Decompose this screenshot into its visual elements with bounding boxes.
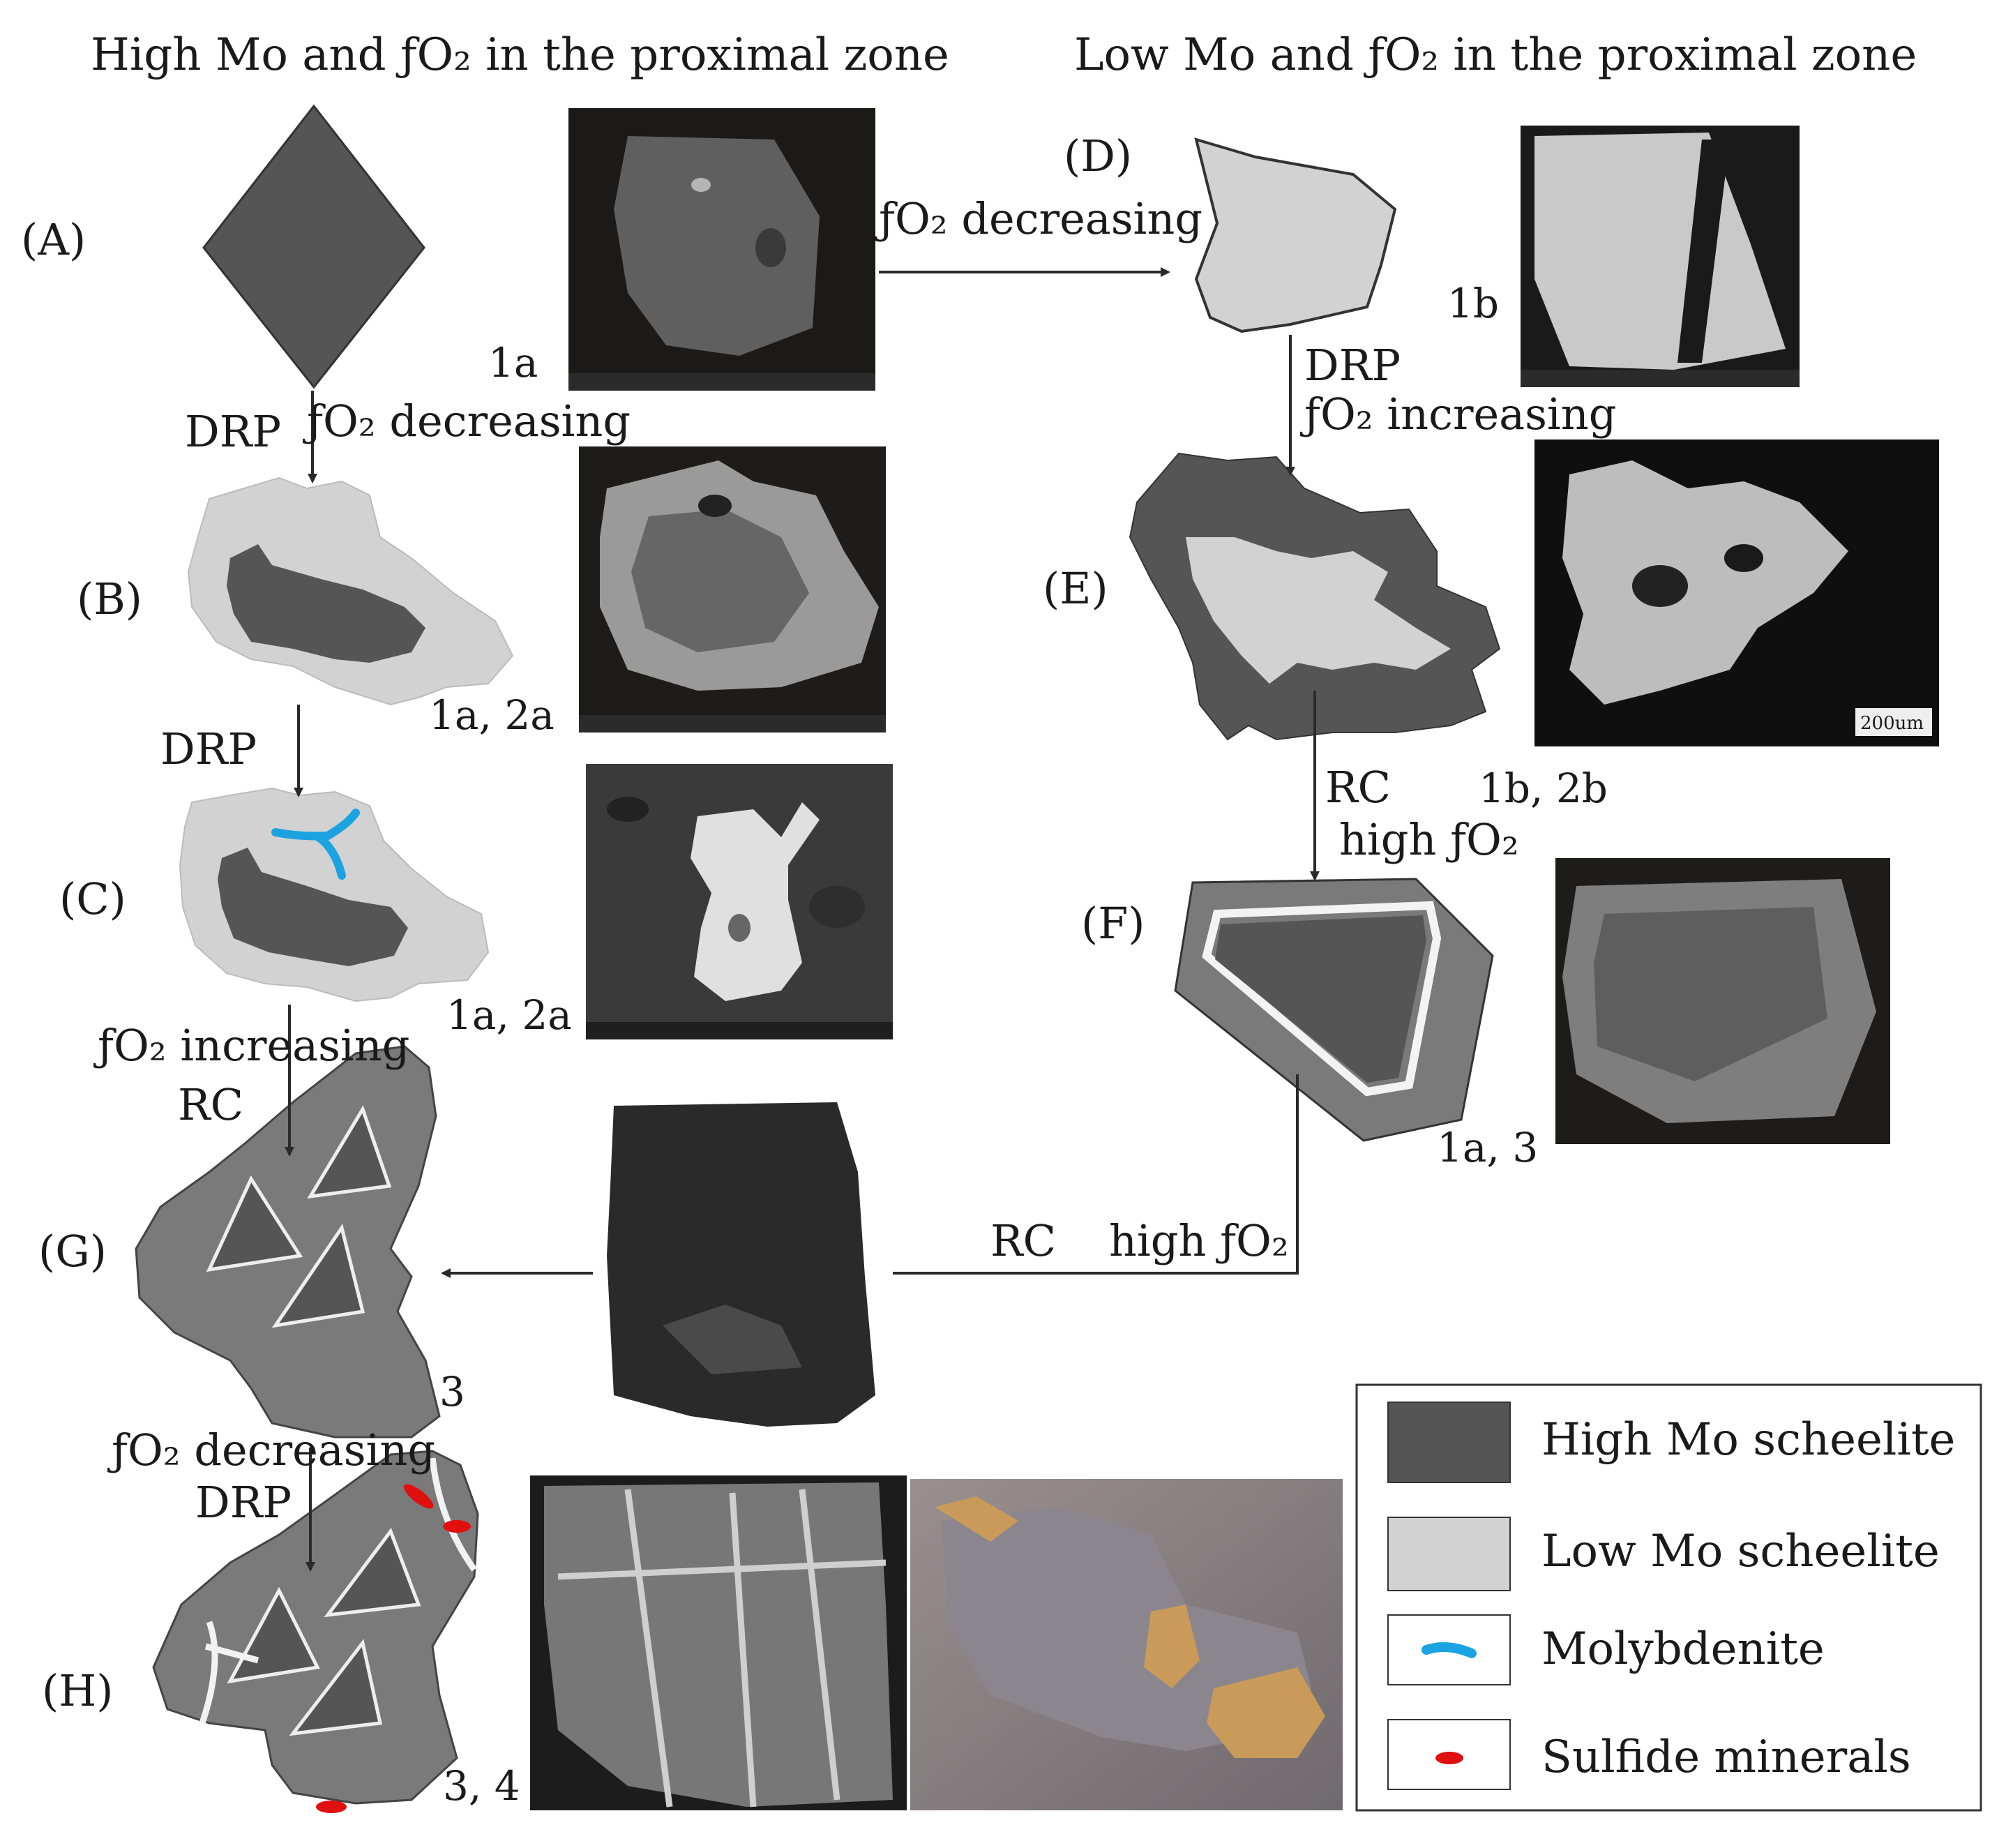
legend-swatch-high-mo (1387, 1402, 1511, 1483)
caption-micrograph-7: 1b (1447, 280, 1499, 327)
caption-micrograph-8: 1b, 2b (1479, 765, 1608, 812)
label-drp-gh: DRP (195, 1477, 292, 1528)
micrograph-2 (579, 446, 886, 733)
label-fo2-fg: high ƒO₂ (1109, 1215, 1289, 1266)
stage-e-crystal (1129, 452, 1501, 741)
label-rc-fg: RC (990, 1215, 1056, 1266)
molybdenite-vein (271, 809, 360, 880)
label-fo2-ab: ƒO₂ decreasing (303, 396, 631, 446)
micrograph-9 (1555, 858, 1890, 1144)
micrograph-7 (1521, 126, 1800, 387)
caption-micrograph-4: 3 (439, 1368, 465, 1415)
sulfide-grain (316, 1801, 347, 1813)
label-rc-cg: RC (178, 1079, 243, 1130)
stage-label-a: (A) (21, 214, 86, 265)
caption-micrograph-3: 1a, 2a (446, 991, 572, 1039)
stage-d-crystal (1194, 137, 1397, 333)
label-drp-ab: DRP (185, 406, 281, 457)
caption-micrograph-2: 1a, 2a (429, 691, 555, 739)
stage-a-crystal (202, 104, 425, 389)
stage-label-f: (F) (1081, 898, 1145, 949)
label-fo2-gh: ƒO₂ decreasing (107, 1425, 435, 1475)
label-drp-de: DRP (1304, 340, 1401, 391)
legend-label-high-mo: High Mo scheelite (1541, 1414, 1955, 1466)
micrograph-1 (568, 108, 875, 391)
caption-micrograph-1: 1a (488, 339, 538, 386)
micrograph-8: 200um (1534, 440, 1939, 746)
right-heading: Low Mo and ƒO₂ in the proximal zone (1074, 29, 1917, 81)
left-heading: High Mo and ƒO₂ in the proximal zone (91, 29, 949, 81)
micrograph-6 (910, 1479, 1343, 1810)
sulfide-grain (443, 1520, 471, 1533)
stage-h-crystal (152, 1450, 479, 1813)
caption-micrograph-9: 1a, 3 (1437, 1124, 1538, 1171)
legend: High Mo scheelite Low Mo scheelite Molyb… (1355, 1383, 1982, 1812)
label-fo2-ad: ƒO₂ decreasing (875, 193, 1202, 244)
micrograph-5 (530, 1475, 907, 1810)
label-fo2-de: ƒO₂ increasing (1300, 389, 1616, 440)
stage-c-crystal (179, 787, 490, 1002)
legend-label-sulfide: Sulfide minerals (1541, 1731, 1911, 1783)
label-rc-ef: RC (1325, 762, 1391, 813)
legend-swatch-low-mo (1387, 1517, 1511, 1591)
legend-sulfide-mark (1435, 1752, 1463, 1764)
legend-label-low-mo: Low Mo scheelite (1541, 1526, 1940, 1577)
micrograph-3 (586, 764, 893, 1039)
stage-g-crystal (135, 1045, 441, 1438)
stage-label-g: (G) (38, 1226, 107, 1277)
legend-molybdenite-mark (1421, 1642, 1477, 1658)
stage-label-b: (B) (77, 573, 142, 624)
micrograph-4 (593, 1092, 893, 1437)
stage-f-crystal (1174, 878, 1494, 1142)
legend-label-molybdenite: Molybdenite (1541, 1623, 1825, 1675)
label-drp-bc: DRP (160, 723, 257, 774)
stage-label-h: (H) (42, 1665, 113, 1716)
stage-label-c: (C) (59, 873, 126, 924)
sulfide-grain (403, 1484, 434, 1509)
label-fo2-cg: ƒO₂ increasing (93, 1020, 409, 1071)
scale-bar-label: 200um (1860, 713, 1924, 734)
stage-b-crystal (187, 476, 514, 706)
caption-micrograph-5: 3, 4 (443, 1762, 520, 1810)
stage-label-e: (E) (1043, 563, 1108, 614)
label-fo2-ef: high ƒO₂ (1339, 814, 1519, 865)
stage-label-d: (D) (1064, 130, 1132, 181)
